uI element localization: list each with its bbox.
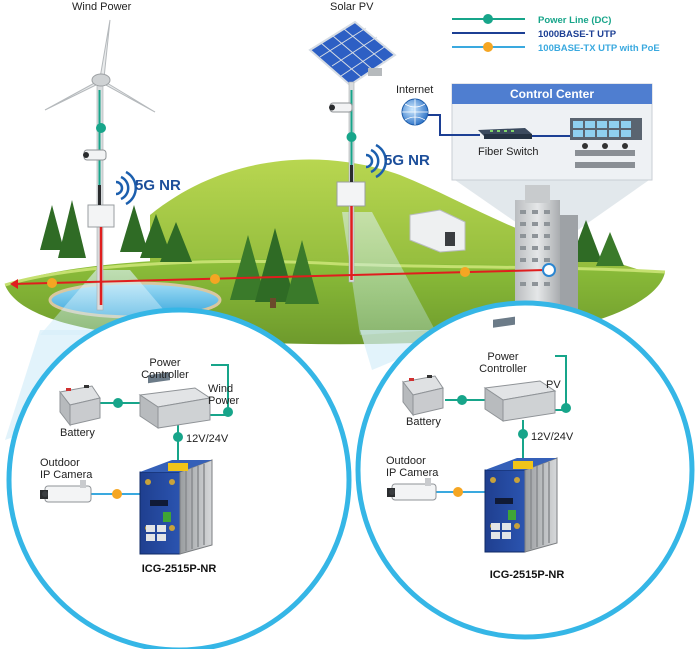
legend-badge-poe — [483, 42, 493, 52]
control-center-title: Control Center — [510, 87, 594, 101]
nr-label-left: 5G NR — [135, 177, 181, 194]
device-label-left: ICG-2515P-NR — [142, 563, 217, 575]
battery-label-left: Battery — [60, 427, 95, 439]
battery-label-right: Battery — [406, 416, 441, 428]
voltage-label-left: 12V/24V — [186, 433, 229, 445]
signal-icon-right — [365, 143, 387, 179]
fiber-switch-label: Fiber Switch — [478, 146, 539, 158]
hill-camera-box — [409, 209, 466, 253]
ip-camera-icon-right — [387, 478, 437, 501]
poe-badges-top — [47, 123, 470, 288]
ip-camera-icon-left — [40, 480, 92, 503]
label-line: Controller — [479, 363, 527, 375]
turbine-router-box — [87, 185, 115, 228]
device-icon-left — [139, 459, 213, 555]
operators-desk-icon — [570, 118, 642, 168]
trees — [40, 200, 624, 304]
legend-label-utp: 1000BASE-T UTP — [538, 29, 617, 40]
poe-backbone — [10, 263, 556, 289]
legend: Power Line (DC) 1000BASE-T UTP 100BASE-T… — [452, 14, 660, 54]
voltage-label-right: 12V/24V — [531, 431, 574, 443]
wind-turbine — [44, 19, 156, 311]
signal-icon-left — [115, 170, 137, 206]
skyscraper — [515, 185, 578, 310]
internet-label: Internet — [396, 84, 433, 96]
label-line: Outdoor — [386, 455, 426, 467]
tree-trunk — [270, 298, 276, 308]
legend-label-poe: 100BASE-TX UTP with PoE — [538, 43, 660, 54]
legend-badge-dc — [483, 14, 493, 24]
label-line: IP Camera — [40, 469, 93, 481]
label-line: Power — [208, 395, 240, 407]
solar-pv — [308, 20, 397, 283]
control-center: Control Center Internet Fiber Switch — [396, 83, 653, 181]
turbine-camera — [83, 149, 107, 161]
fiber-switch-icon — [478, 128, 532, 139]
solar-camera — [329, 102, 353, 113]
device-icon-right — [484, 457, 558, 553]
label-line: Controller — [141, 369, 189, 381]
battery-icon-right — [402, 375, 444, 417]
globe-icon — [401, 98, 429, 126]
device-label-right: ICG-2515P-NR — [490, 569, 565, 581]
wind-power-label: Wind Power — [72, 1, 132, 13]
source-label-right: PV — [546, 379, 561, 391]
solar-pv-label: Solar PV — [330, 1, 374, 13]
label-line: IP Camera — [386, 467, 439, 479]
power-controller-icon-right — [483, 316, 557, 422]
legend-label-dc: Power Line (DC) — [538, 15, 611, 26]
control-center-header — [452, 84, 652, 104]
power-controller-icon-left — [138, 372, 212, 429]
battery-icon-left — [59, 385, 101, 427]
label-line: Outdoor — [40, 457, 80, 469]
nr-label-right: 5G NR — [384, 152, 430, 169]
